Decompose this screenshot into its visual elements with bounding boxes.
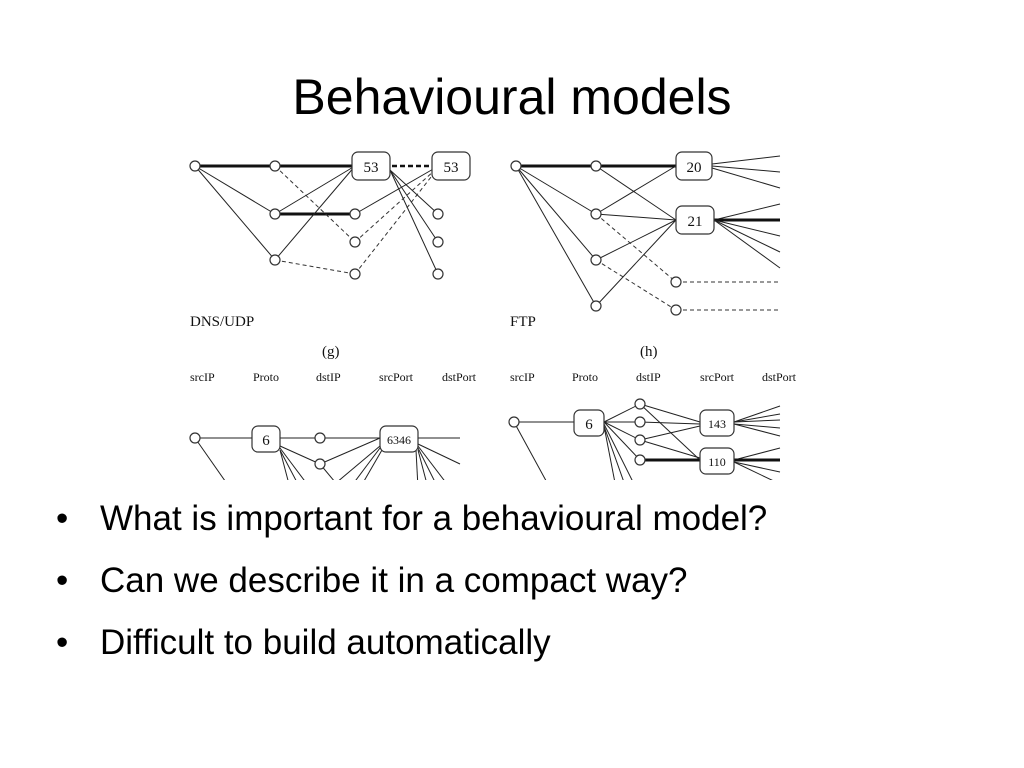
slide-title: Behavioural models [292,69,732,125]
axis-label: dstIP [636,370,661,384]
g2-proto-box [251,425,281,453]
h2-proto-box [573,409,605,437]
h-proto-node [590,208,602,220]
g-dstport-node [432,236,444,248]
panel-h-protocol-label: FTP [510,314,536,330]
h-proto-node [590,300,602,312]
g2-srcport-box [379,425,419,453]
behavioural-model-figure: .ln { stroke:#222; stroke-width:1; fill:… [180,148,800,480]
g-srcport-label: 53 [364,160,379,176]
g-dstport-node [432,208,444,220]
g-dstport-label: 53 [444,160,459,176]
bullet-item: Difficult to build automatically [56,612,996,674]
g-dstip-node [349,208,361,220]
h2-dstip-node [634,454,646,466]
h2-srcport-label-b: 110 [708,455,726,469]
axis-label: srcIP [510,370,535,384]
h-dstip-node [670,304,682,316]
h2-srcport-label-a: 143 [708,417,726,431]
g-dstport-node [432,268,444,280]
h2-srcport-box-b [699,447,735,475]
h2-dstip-node [634,416,646,428]
axis-label: Proto [253,370,279,384]
h-srcport-label-b: 21 [688,214,703,230]
g-dstip-node [349,268,361,280]
axis-label: dstPort [762,370,797,384]
g-proto-node [269,254,281,266]
g-dstip-node [349,236,361,248]
h2-proto-label: 6 [585,417,593,433]
h-srcport-box-a [675,151,713,181]
g-dstport-box [431,151,471,181]
g2-dstip-node [314,458,326,470]
axis-label: dstIP [316,370,341,384]
h2-srcport-box-a [699,409,735,437]
h2-dstip-node [634,434,646,446]
axis-label: srcPort [700,370,735,384]
lower-left-graph: 6 6346 [189,425,461,480]
g-srcip-node [189,160,201,172]
axis-label: srcIP [190,370,215,384]
axis-labels-left: srcIP Proto dstIP srcPort dstPort [190,370,477,384]
h2-dstip-node [634,398,646,410]
axis-labels-right: srcIP Proto dstIP srcPort dstPort [510,370,797,384]
lower-right-graph: 6 143 110 [508,398,781,480]
h-srcport-label-a: 20 [687,160,702,176]
panel-h-graph: 20 21 FTP (h) [510,151,781,360]
bullet-item: What is important for a behavioural mode… [56,488,996,550]
g-proto-node [269,208,281,220]
h-proto-node [590,160,602,172]
traffic-graph-diagram: .ln { stroke:#222; stroke-width:1; fill:… [189,151,797,480]
axis-label: dstPort [442,370,477,384]
h-proto-node [590,254,602,266]
g2-srcport-label: 6346 [387,433,411,447]
h-srcport-box-b [675,205,715,235]
panel-g-caption: (g) [322,344,340,360]
bullet-item: Can we describe it in a compact way? [56,550,996,612]
panel-h-caption: (h) [640,344,658,360]
panel-g-graph: 53 53 DNS/UDP (g) [189,151,471,360]
axis-label: Proto [572,370,598,384]
g2-srcip-node [189,432,201,444]
h-dstip-node [670,276,682,288]
g2-proto-label: 6 [262,433,270,449]
h2-srcip-node [508,416,520,428]
axis-label: srcPort [379,370,414,384]
g2-dstip-node [314,432,326,444]
g-srcport-box [351,151,391,181]
panel-g-protocol-label: DNS/UDP [190,314,254,330]
g-proto-node [269,160,281,172]
bullet-list: What is important for a behavioural mode… [56,488,996,674]
h-srcip-node [510,160,522,172]
